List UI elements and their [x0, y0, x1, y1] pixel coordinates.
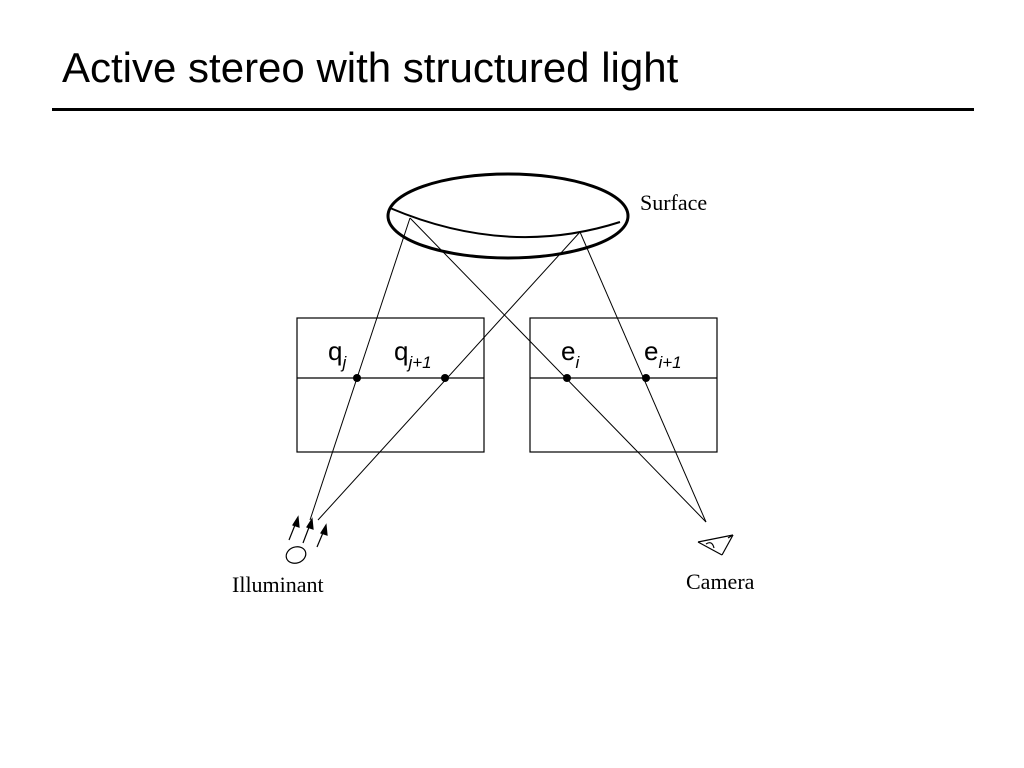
- title-underline: [52, 108, 974, 111]
- surface-label: Surface: [640, 190, 707, 215]
- projector-plane: [296, 317, 485, 453]
- label-ei1: ei+1: [644, 336, 682, 372]
- label-qj1: qj+1: [394, 336, 432, 372]
- surface: [386, 172, 630, 260]
- point-ei: [563, 374, 571, 382]
- point-qj1: [441, 374, 449, 382]
- label-qj: qj: [328, 336, 347, 372]
- camera-label: Camera: [686, 569, 755, 594]
- slide-title: Active stereo with structured light: [62, 44, 679, 91]
- camera-icon: [697, 534, 734, 556]
- label-ei: ei: [561, 336, 580, 372]
- light-rays: [309, 217, 707, 523]
- point-ei1: [642, 374, 650, 382]
- point-qj: [353, 374, 361, 382]
- camera-image-plane: [529, 317, 718, 453]
- illuminant-icon: [285, 515, 328, 564]
- illuminant-label: Illuminant: [232, 572, 324, 597]
